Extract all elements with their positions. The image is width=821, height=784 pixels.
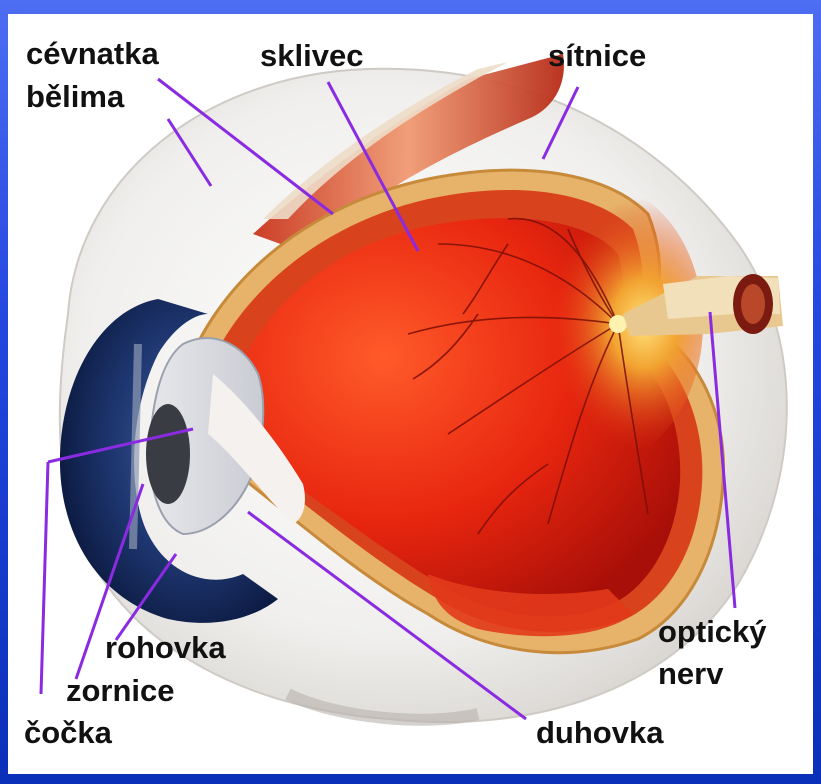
leader-line-cocka-a — [41, 462, 48, 694]
label-sklivec: sklivec — [260, 40, 363, 71]
label-cevnatka: cévnatka — [26, 38, 159, 69]
label-opticky: optický — [658, 616, 767, 647]
label-nerv: nerv — [658, 658, 723, 689]
label-belima: bělima — [26, 81, 124, 112]
eye-diagram-panel: cévnatka bělima sklivec sítnice optický … — [8, 14, 813, 774]
label-zornice: zornice — [66, 675, 175, 706]
label-sitnice: sítnice — [548, 40, 646, 71]
label-cocka: čočka — [24, 717, 112, 748]
pupil-opening — [146, 404, 190, 504]
label-rohovka: rohovka — [105, 632, 226, 663]
label-duhovka: duhovka — [536, 717, 663, 748]
